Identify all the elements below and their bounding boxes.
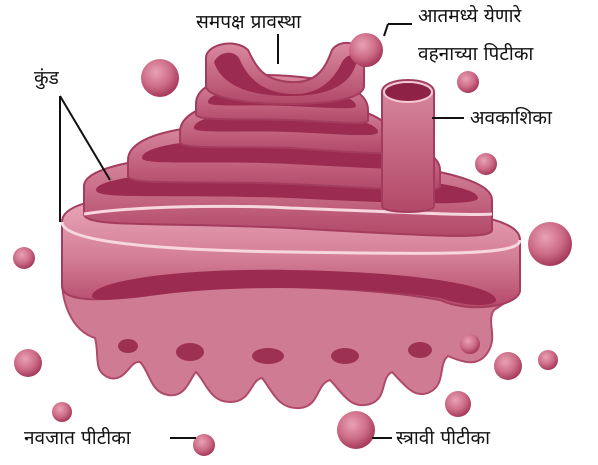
vesicle — [337, 411, 375, 449]
label-nascent: नवजात पीटीका — [24, 426, 132, 449]
label-medial: समपक्ष प्रावस्था — [196, 11, 302, 33]
label-cisterna: कुंड — [34, 67, 60, 90]
label-incoming-line1: आतमध्ये येणारे — [418, 4, 522, 27]
bleb-hole — [408, 342, 432, 358]
vesicle — [494, 352, 522, 380]
vesicle — [457, 71, 479, 93]
bleb-hole — [331, 348, 359, 364]
vesicle — [538, 350, 558, 370]
label-tubule: अवकाशिका — [470, 106, 553, 129]
vesicle — [349, 33, 383, 67]
label-incoming-line2: वहनाच्या पिटीका — [418, 42, 534, 65]
vesicle — [13, 247, 35, 269]
vesicle — [193, 434, 215, 456]
vesicle — [528, 222, 572, 266]
golgi-stack-body — [62, 43, 520, 408]
vesicle — [14, 349, 42, 377]
vesicle — [475, 153, 497, 175]
leader-cisterna-1 — [60, 96, 110, 180]
vesicle — [52, 402, 72, 422]
bleb-hole — [118, 339, 138, 353]
vesicle — [141, 59, 179, 97]
vesicle — [460, 334, 480, 354]
bleb-hole — [176, 343, 204, 361]
tubule-opening — [384, 82, 432, 102]
label-secretory: स्त्रावी पीटीका — [396, 426, 491, 449]
bleb-hole — [252, 348, 284, 364]
leader-incoming-drop — [384, 24, 388, 36]
vesicle — [445, 391, 471, 417]
